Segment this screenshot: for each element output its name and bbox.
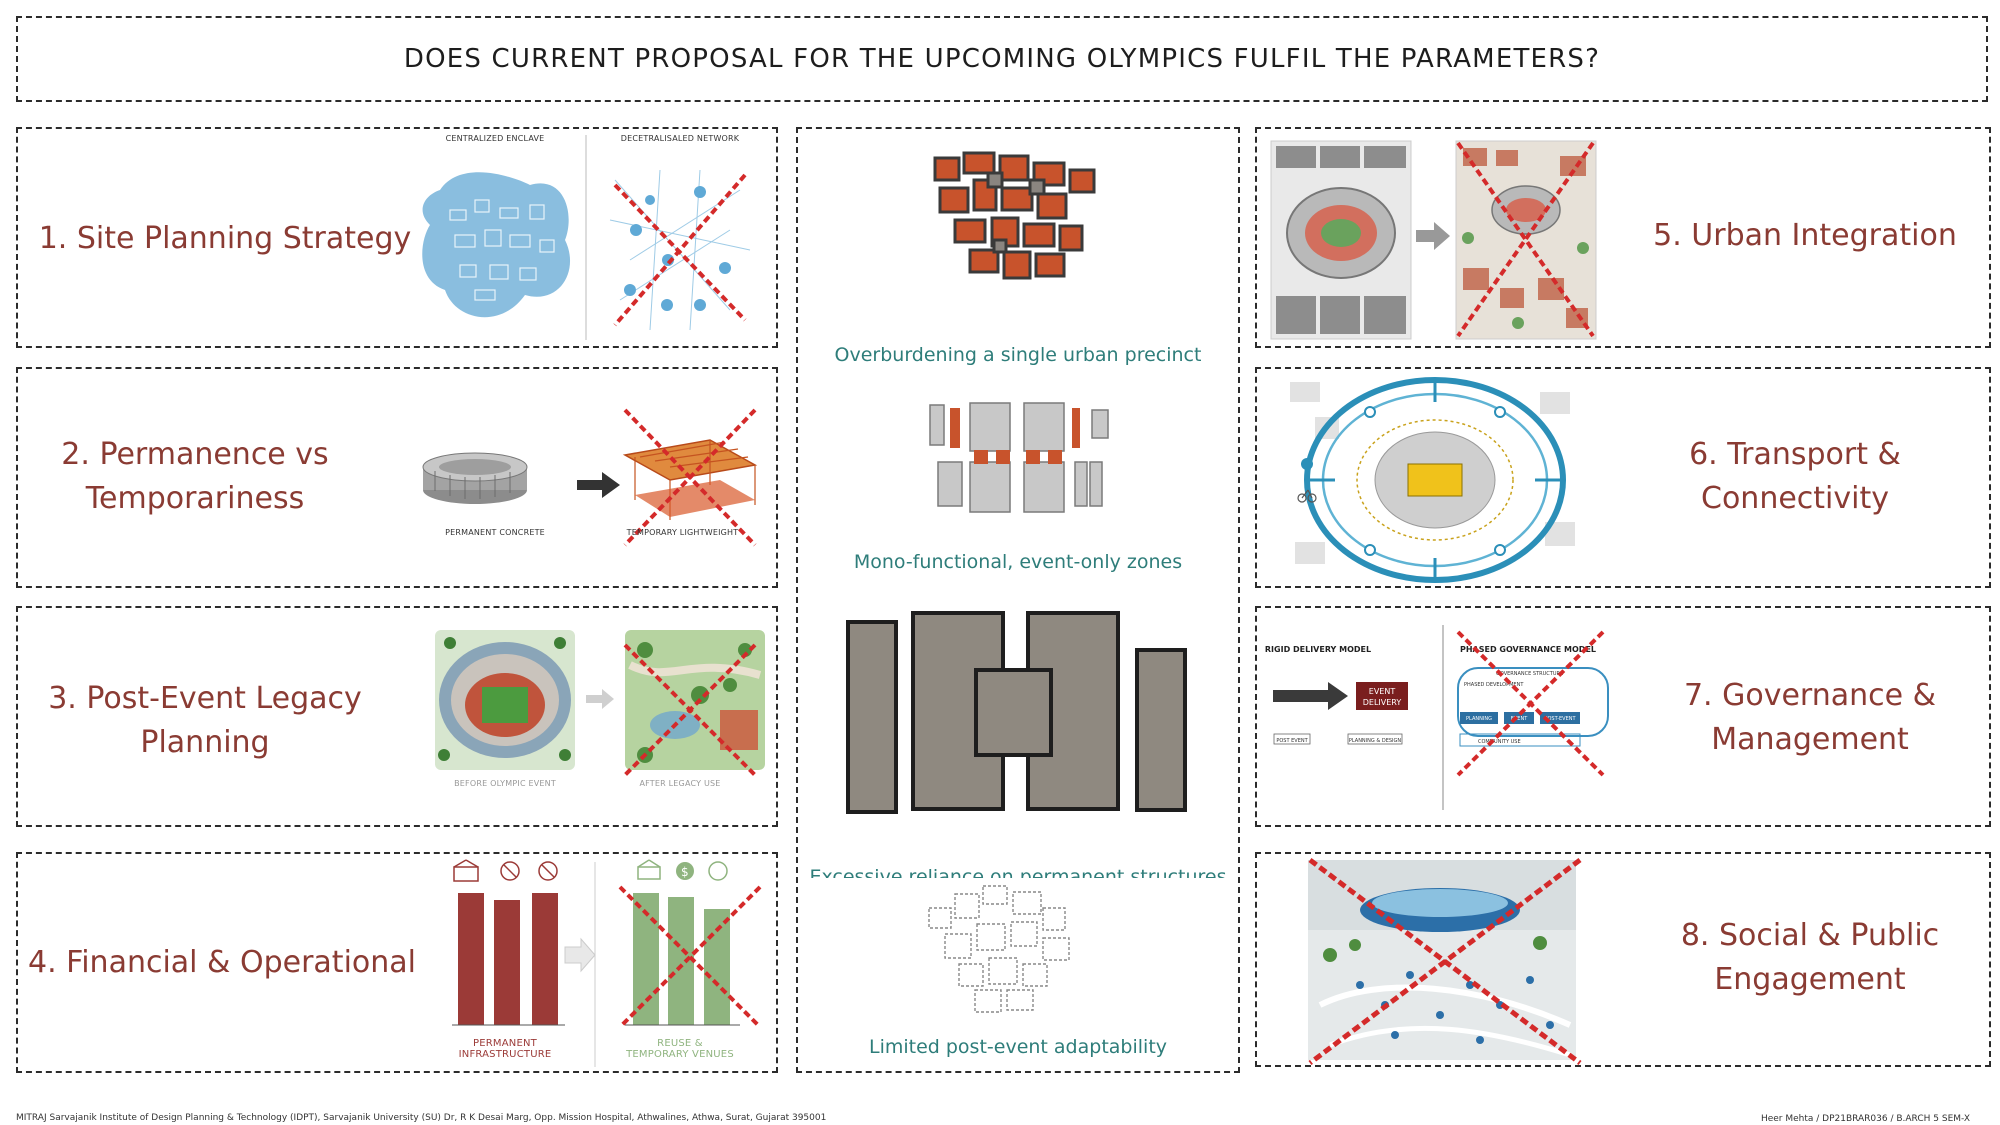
svg-text:DELIVERY: DELIVERY (1363, 698, 1402, 707)
fragmented-diagram (928, 885, 1070, 1013)
footer-institute: MITRAJ Sarvajanik Institute of Design Pl… (16, 1113, 827, 1123)
svg-text:PHASED DEVELOPMENT: PHASED DEVELOPMENT (1464, 682, 1524, 688)
concrete-stadium (422, 452, 528, 504)
svg-text:POST-EVENT: POST-EVENT (1544, 716, 1576, 722)
card-governance (1255, 606, 1991, 827)
governance-diagram: EVENT DELIVERY RIGID DELIVERY MODEL POST… (1265, 625, 1609, 810)
caption-permanent-reliance: Excessive reliance on permanent structur… (809, 866, 1227, 878)
label-after-legacy: AFTER LEGACY USE (639, 779, 721, 788)
arrow-icon (1273, 682, 1348, 710)
no-icon (538, 861, 558, 881)
legacy-park-image (625, 630, 765, 770)
legacy-diagram (435, 630, 765, 777)
cluster-diagram (933, 151, 1096, 280)
svg-text:$: $ (681, 865, 689, 879)
centralized-blob (422, 172, 571, 318)
massing-diagram (846, 611, 1187, 814)
building-icon (453, 859, 479, 882)
label-centralized: CENTRALIZED ENCLAVE (445, 134, 545, 143)
page-title: DOES CURRENT PROPOSAL FOR THE UPCOMING O… (403, 44, 1601, 74)
title-box: DOES CURRENT PROPOSAL FOR THE UPCOMING O… (16, 16, 1988, 102)
label-temporary-lightweight: TEMPORARY LIGHTWEIGHT (626, 528, 739, 537)
label-reuse-temporary: REUSE &TEMPORARY VENUES (626, 1038, 734, 1060)
zoning-diagram (929, 402, 1109, 513)
svg-text:PHASED GOVERNANCE MODEL: PHASED GOVERNANCE MODEL (1460, 645, 1596, 654)
label-governance: 7. Governance &Management (1683, 678, 1937, 757)
svg-text:EVENT: EVENT (1511, 716, 1528, 722)
location-pin-icon (1301, 458, 1313, 470)
svg-text:PLANNING & DESIGN: PLANNING & DESIGN (1349, 738, 1402, 744)
isolated-stadium-image (1270, 140, 1412, 340)
olympic-stadium-image (435, 630, 575, 770)
arrow-icon (564, 937, 596, 973)
card-permanence (16, 367, 778, 588)
label-transport: 6. Transport &Connectivity (1689, 437, 1901, 516)
svg-text:POST EVENT: POST EVENT (1276, 738, 1308, 744)
financial-diagram: $ (452, 859, 762, 1067)
footer-author: Heer Mehta / DP21BRAR036 / B.ARCH 5 SEM-… (1760, 1114, 1970, 1124)
greenhouse-icon (637, 859, 661, 880)
svg-text:RIGID DELIVERY MODEL: RIGID DELIVERY MODEL (1265, 645, 1371, 654)
bar-permanent-3 (532, 893, 558, 1025)
label-urban-integration: 5. Urban Integration (1653, 218, 1957, 253)
caption-limited-adaptability: Limited post-event adaptability (868, 1036, 1168, 1058)
arrow-icon (577, 472, 620, 498)
arrow-icon (586, 689, 614, 709)
urban-integration-diagram (1270, 140, 1597, 340)
svg-text:EVENT: EVENT (1369, 687, 1396, 696)
caption-mono-functional: Mono-functional, event-only zones (853, 551, 1183, 573)
svg-text:COMMUNITY USE: COMMUNITY USE (1478, 739, 1521, 745)
arrow-icon (1416, 222, 1450, 250)
label-financial: 4. Financial & Operational (27, 945, 416, 980)
caption-overburdening: Overburdening a single urban precinct (834, 344, 1202, 366)
label-site-planning: 1. Site Planning Strategy (38, 221, 412, 256)
svg-text:GOVERNANCE STRUCTURE: GOVERNANCE STRUCTURE (1496, 671, 1563, 677)
bar-permanent-2 (494, 900, 520, 1025)
site-planning-diagram (422, 135, 751, 340)
center-panel (796, 127, 1240, 1073)
label-permanent-concrete: PERMANENT CONCRETE (445, 528, 545, 537)
svg-text:PLANNING: PLANNING (1466, 716, 1492, 722)
bar-reuse-2 (668, 897, 694, 1025)
event-delivery-box (1356, 682, 1408, 710)
recycle-icon (708, 861, 728, 881)
label-before-event: BEFORE OLYMPIC EVENT (454, 779, 556, 788)
bar-permanent-1 (458, 893, 484, 1025)
social-engagement-diagram (1308, 858, 1582, 1065)
bike-icon (1297, 489, 1317, 503)
label-decentralised: DECETRALISALED NETWORK (620, 134, 740, 143)
dollar-icon: $ (676, 862, 694, 880)
transport-diagram (1290, 377, 1575, 583)
bar-reuse-3 (704, 909, 730, 1025)
permanence-diagram (422, 408, 758, 547)
temporary-structure (622, 439, 758, 520)
no-icon (500, 861, 520, 881)
